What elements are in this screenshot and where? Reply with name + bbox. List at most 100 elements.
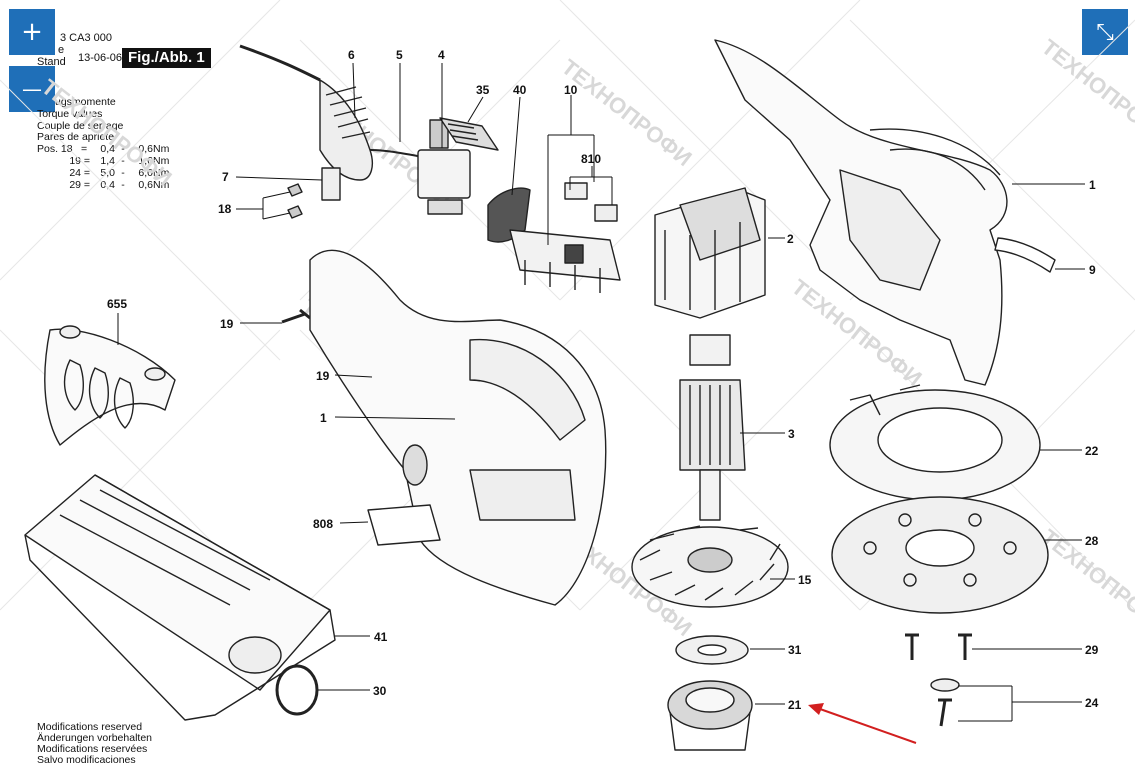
torque-unit: Nm (153, 166, 170, 179)
torque-pos: 29 (69, 178, 81, 191)
callout-21[interactable]: 21 (788, 698, 802, 712)
torque-min: 1,4 (100, 154, 115, 167)
figure-tag: Fig./Abb. 1 (122, 48, 211, 68)
callout-15[interactable]: 15 (798, 573, 812, 587)
callout-30[interactable]: 30 (373, 684, 387, 698)
highlight-arrow (808, 703, 917, 744)
callout-19a[interactable]: 19 (220, 317, 234, 331)
torque-min: 0,4 (100, 143, 115, 156)
switch-slider (439, 117, 499, 151)
torque-unit: Nm (153, 178, 170, 191)
screw-24 (938, 698, 952, 727)
footer-line: Modifications reservées (37, 743, 148, 755)
housing-left (309, 249, 607, 606)
fan (631, 525, 789, 608)
bearing-flange (667, 680, 753, 751)
torque-unit: Nm (153, 143, 170, 156)
callout-3[interactable]: 3 (788, 427, 795, 441)
torque-pos: 24 (69, 166, 81, 179)
torque-max: 0,6 (138, 143, 153, 156)
torque-pos: Pos. 18 (37, 143, 73, 156)
torque-dash: - (121, 178, 125, 191)
sanding-pad (831, 496, 1049, 614)
part-drawings (24, 39, 1056, 751)
footer-line: Änderungen vorbehalten (37, 732, 153, 744)
torque-max: 0,6 (138, 178, 153, 191)
torque-dash: - (121, 166, 125, 179)
torque-line: Torque values (37, 107, 103, 120)
callout-4[interactable]: 4 (438, 48, 445, 62)
callout-2[interactable]: 2 (787, 232, 794, 246)
stand-label: Stand (37, 56, 66, 68)
callout-22[interactable]: 22 (1085, 444, 1099, 458)
callout-5[interactable]: 5 (396, 48, 403, 62)
doc-number: 3 CA3 000 (60, 32, 112, 44)
foam-strip (994, 237, 1056, 273)
callout-6[interactable]: 6 (348, 48, 355, 62)
doc-date: 13-06-06 (78, 52, 123, 64)
field-stator (654, 187, 766, 319)
torque-row: 29 = 0,4 - 0,6 Nm (37, 178, 173, 192)
screw-19a (281, 308, 311, 324)
callout-35[interactable]: 35 (476, 83, 490, 97)
torque-row: Pos. 18 = 0,4 - 0,6 Nm (37, 143, 173, 156)
pad-plate (367, 504, 441, 546)
callout-19b[interactable]: 19 (316, 369, 330, 383)
callout-808[interactable]: 808 (313, 517, 333, 531)
callout-41[interactable]: 41 (374, 630, 388, 644)
torque-line: Pares de apriete (37, 131, 115, 144)
cable-clamp (287, 167, 341, 219)
torque-max: 1,6 (138, 154, 153, 167)
torque-max: 6,0 (138, 166, 153, 179)
dust-clip (44, 325, 176, 446)
torque-table: ugsmomente Torque values Couple de serra… (37, 96, 173, 192)
housing-right (714, 39, 1008, 386)
leader-lines (117, 62, 1085, 722)
torque-eq: = (81, 143, 88, 156)
callout-18[interactable]: 18 (218, 202, 232, 216)
o-ring (275, 664, 319, 716)
watermark-label: ТЕХНОПРОФИ (557, 54, 697, 171)
torque-eq: = (83, 154, 91, 167)
screw-washer (930, 678, 960, 692)
torque-min: 0,4 (100, 178, 115, 191)
zoom-out-button[interactable]: — (9, 66, 55, 112)
circuit-board (509, 182, 621, 293)
zoom-in-button[interactable]: + (9, 9, 55, 55)
torque-line: Couple de serrage (37, 119, 124, 132)
torque-line: ugsmomente (55, 96, 116, 108)
callout-31[interactable]: 31 (788, 643, 802, 657)
callout-810[interactable]: 810 (581, 152, 601, 166)
callout-9[interactable]: 9 (1089, 263, 1096, 277)
torque-unit: Nm (153, 154, 170, 167)
callout-40[interactable]: 40 (513, 83, 527, 97)
torque-eq: = (83, 178, 91, 191)
callout-655[interactable]: 655 (107, 297, 127, 311)
torque-dash: - (121, 154, 125, 167)
callout-28[interactable]: 28 (1085, 534, 1099, 548)
torque-pos: 19 (69, 154, 81, 167)
callouts: 6 5 4 35 40 10 810 7 18 2 1 9 655 19 19 … (107, 48, 1099, 712)
armature (679, 334, 746, 521)
torque-row: 19 = 1,4 - 1,6 Nm (37, 154, 173, 168)
callout-7[interactable]: 7 (222, 170, 229, 184)
footer-line: Modifications reserved (37, 721, 143, 733)
callout-29[interactable]: 29 (1085, 643, 1099, 657)
fit-screen-button[interactable]: ⤡ (1082, 9, 1128, 55)
footer-notes: Modifications reserved Änderungen vorbeh… (37, 722, 152, 766)
torque-eq: = (83, 166, 91, 179)
switch (417, 119, 471, 215)
sealing-ring (829, 384, 1041, 501)
callout-10[interactable]: 10 (564, 83, 578, 97)
electronics-cover (487, 187, 531, 243)
callout-1-right[interactable]: 1 (1089, 178, 1096, 192)
watermark-label: ТЕХНОПРОФИ (1037, 34, 1135, 151)
torque-dash: - (121, 143, 125, 156)
dust-box (24, 474, 336, 721)
ausgabe-label: e (58, 44, 65, 56)
pad-screws (905, 633, 972, 660)
callout-1-left[interactable]: 1 (320, 411, 327, 425)
footer-line: Salvo modificaciones (37, 754, 136, 766)
callout-24[interactable]: 24 (1085, 696, 1099, 710)
